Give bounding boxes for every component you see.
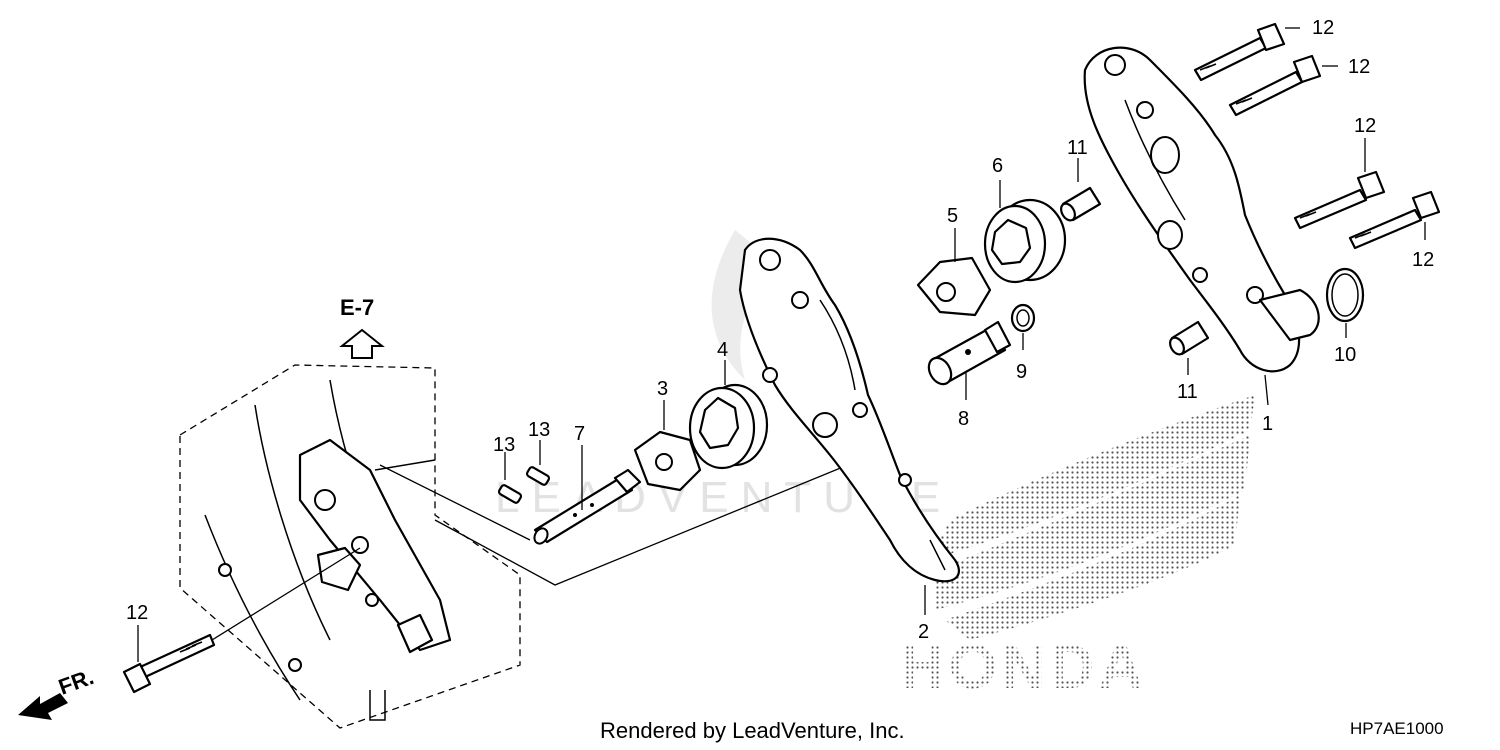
bolt-12-d [1348,190,1441,250]
callout-12-a: 12 [1312,17,1334,39]
pin-13b [525,466,551,486]
callout-7: 7 [574,423,585,445]
outer-rotor-6 [983,198,1067,284]
ref-label-e7: E-7 [340,295,374,320]
inner-rotor-3 [633,430,702,492]
engine-case-inset [179,364,521,729]
diagram-code: HP7AE1000 [1350,719,1444,738]
up-arrow-icon [339,328,385,359]
outer-rotor-4 [688,383,769,470]
callout-13-a: 13 [493,434,515,456]
bolt-12-lower [122,547,361,694]
inner-rotor-5 [916,256,992,317]
callout-4: 4 [717,339,728,361]
pump-shaft-7 [533,468,642,545]
callout-12-d: 12 [1412,249,1434,271]
callout-10: 10 [1334,344,1356,366]
callout-11-lower: 11 [1177,381,1198,403]
pin-13a [497,484,523,504]
callout-8: 8 [958,408,969,430]
pump-body-1 [1083,46,1320,406]
pump-shaft-8 [927,320,1012,386]
dowel-11-lower [1169,320,1210,356]
callout-1: 1 [1262,413,1273,435]
callout-6: 6 [992,155,1003,177]
callout-11-upper: 11 [1067,137,1088,159]
callout-3: 3 [657,378,668,400]
callout-2: 2 [918,621,929,643]
bolt-12-b [1228,54,1322,117]
o-ring-10 [1325,267,1365,323]
o-ring-9 [1010,303,1036,333]
watermark-flame-icon [711,230,794,380]
callout-13-b: 13 [528,419,550,441]
callout-12-c: 12 [1354,115,1376,137]
honda-wing-logo: HONDA [900,395,1255,702]
pump-plate-2 [738,237,960,615]
callout-5: 5 [947,205,958,227]
honda-brand-text: HONDA [900,633,1147,702]
callout-12-e: 12 [126,602,148,624]
bolt-12-c [1293,170,1386,230]
dowel-11-upper [1060,186,1102,222]
bolt-12-a [1193,22,1286,82]
callout-12-b: 12 [1348,56,1370,78]
credit-text: Rendered by LeadVenture, Inc. [600,718,905,743]
front-label: FR. [55,664,97,700]
front-arrow-icon [18,693,68,720]
callout-9: 9 [1016,361,1027,383]
